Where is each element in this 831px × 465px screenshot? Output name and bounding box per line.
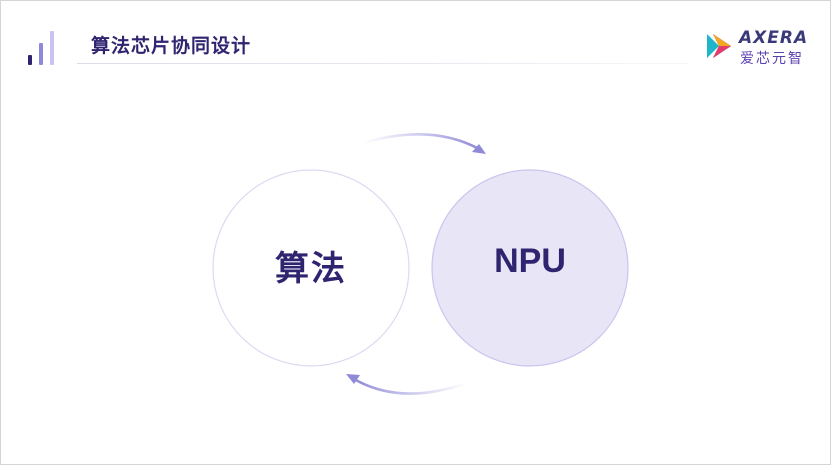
axera-play-logo-icon [707, 34, 731, 58]
algorithm-label: 算法 [275, 249, 347, 289]
npu-circle [431, 169, 629, 367]
npu-label: NPU [494, 242, 566, 280]
company-logo: AXERA 爱芯元智 [703, 28, 813, 68]
title-divider [77, 63, 689, 64]
curved-arrow-left-icon [346, 374, 469, 395]
logo-text-en: AXERA [739, 28, 809, 48]
curved-arrow-right-icon [361, 133, 486, 154]
algorithm-circle [212, 169, 410, 367]
header-bars-icon [28, 29, 58, 65]
page-title: 算法芯片协同设计 [91, 35, 252, 57]
logo-text-cn: 爱芯元智 [740, 51, 804, 67]
